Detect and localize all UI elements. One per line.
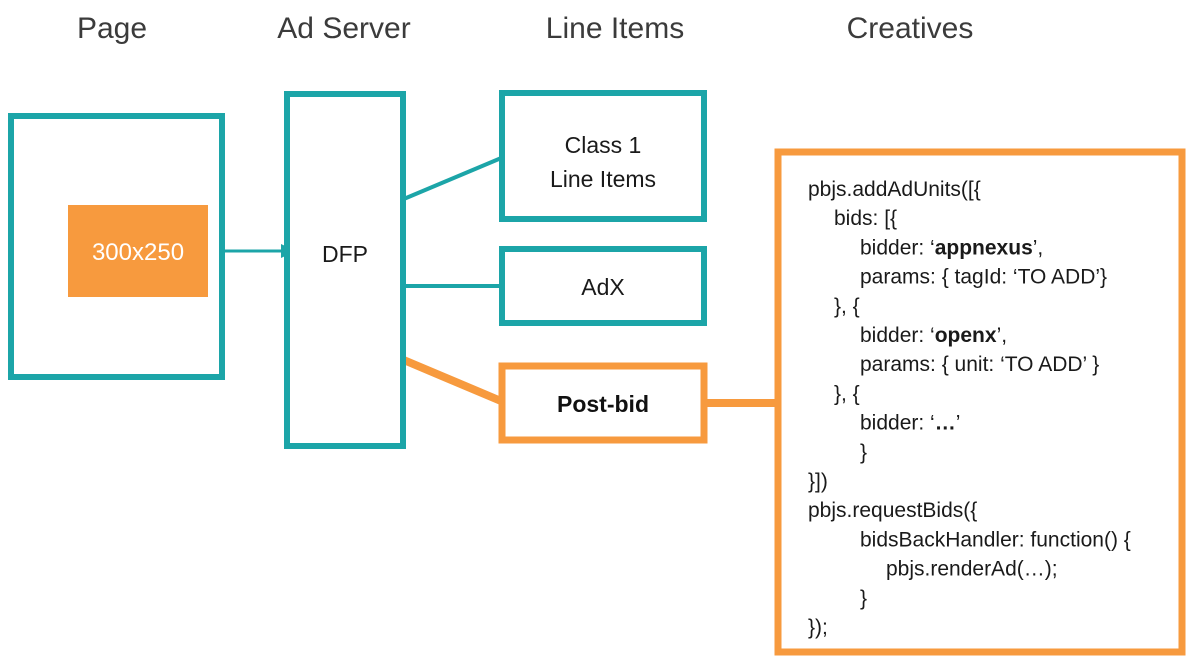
line-item-box-postbid[interactable]: Post-bid [498, 362, 708, 444]
class1-box-outline [499, 90, 707, 222]
ad-slot-fill [68, 205, 208, 297]
code-token: bidder: ‘ [860, 412, 935, 435]
code-line: bidder: ‘…’ [860, 412, 960, 435]
code-token: } [860, 587, 867, 610]
adx-label: AdX [581, 274, 624, 300]
code-token: }, { [834, 295, 860, 318]
ad-slot-label: 300x250 [92, 239, 184, 266]
code-line: pbjs.requestBids({ [808, 499, 977, 522]
postbid-box-outline [498, 362, 708, 444]
code-line: }]) [808, 470, 828, 493]
ad-server-box-outline [284, 91, 406, 449]
code-token: ’, [1033, 236, 1044, 259]
class1-label-line1: Class 1 [565, 132, 642, 158]
code-token: bidder: ‘ [860, 236, 935, 259]
code-token: }, { [834, 382, 860, 405]
code-token: pbjs.requestBids({ [808, 499, 977, 522]
creatives-code-box[interactable]: pbjs.addAdUnits([{bids: [{bidder: ‘appne… [774, 148, 1186, 656]
ad-slot-300x250[interactable]: 300x250 [68, 205, 208, 297]
connectors [208, 154, 784, 408]
code-token: bidsBackHandler: function() { [860, 528, 1131, 551]
column-header-creatives: Creatives [847, 12, 974, 45]
code-token-bold: openx [935, 324, 997, 347]
code-token-bold: appnexus [935, 236, 1033, 259]
code-line: params: { tagId: ‘TO ADD’} [860, 266, 1107, 289]
adx-box-outline [499, 246, 707, 326]
code-token: }]) [808, 470, 828, 493]
line-item-box-class1[interactable]: Class 1 Line Items [499, 90, 707, 222]
column-header-line-items: Line Items [546, 12, 684, 45]
connector-ad-server-to-class1 [398, 154, 507, 203]
code-token: params: { tagId: ‘TO ADD’} [860, 266, 1107, 289]
class1-label-line2: Line Items [550, 166, 656, 192]
code-line: bidder: ‘openx’, [860, 324, 1007, 347]
code-token: ’ [956, 412, 961, 435]
code-line: bidder: ‘appnexus’, [860, 236, 1043, 259]
code-line: } [860, 441, 867, 464]
column-header-ad-server: Ad Server [277, 12, 410, 45]
code-token: params: { unit: ‘TO ADD’ } [860, 353, 1099, 376]
ad-server-label: DFP [322, 241, 368, 267]
code-token: bids: [{ [834, 207, 897, 230]
code-line: pbjs.renderAd(…); [886, 558, 1058, 581]
prebid-code-snippet: pbjs.addAdUnits([{bids: [{bidder: ‘appne… [808, 178, 1131, 639]
code-line: pbjs.addAdUnits([{ [808, 178, 981, 201]
code-token-bold: … [935, 412, 956, 435]
ad-server-box-dfp[interactable]: DFP [284, 91, 406, 449]
code-token: }); [808, 616, 828, 639]
code-line: bids: [{ [834, 207, 897, 230]
code-token: ’, [997, 324, 1008, 347]
column-headers: Page Ad Server Line Items Creatives [77, 12, 973, 45]
code-line: }, { [834, 382, 860, 405]
code-line: }); [808, 616, 828, 639]
line-item-box-adx[interactable]: AdX [499, 246, 707, 326]
code-token: } [860, 441, 867, 464]
connector-ad-server-to-postbid [397, 354, 510, 408]
code-token: bidder: ‘ [860, 324, 935, 347]
column-header-page: Page [77, 12, 147, 45]
code-line: params: { unit: ‘TO ADD’ } [860, 353, 1099, 376]
creatives-box-outline [774, 148, 1186, 656]
postbid-label: Post-bid [557, 391, 649, 417]
code-token: pbjs.renderAd(…); [886, 558, 1058, 581]
code-token: pbjs.addAdUnits([{ [808, 178, 981, 201]
code-line: }, { [834, 295, 860, 318]
code-line: } [860, 587, 867, 610]
code-line: bidsBackHandler: function() { [860, 528, 1131, 551]
